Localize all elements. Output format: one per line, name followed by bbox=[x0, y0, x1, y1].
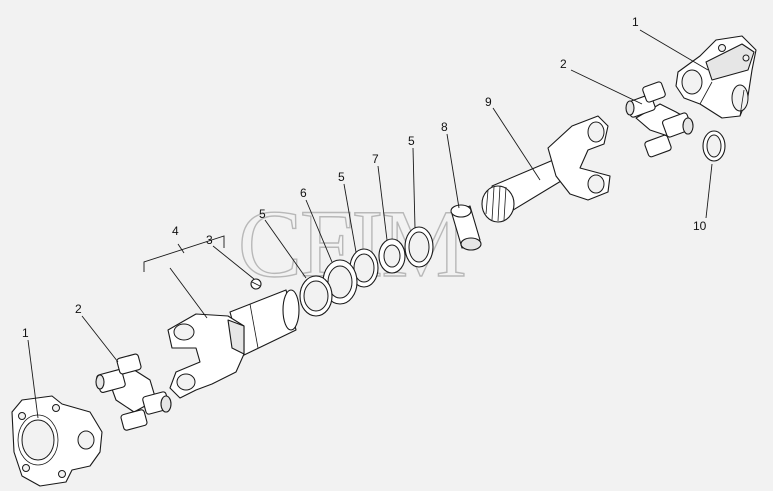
callout-5-b: 5 bbox=[338, 170, 345, 184]
ring-7 bbox=[378, 238, 406, 274]
callout-2-right: 2 bbox=[560, 57, 567, 71]
callout-10: 10 bbox=[693, 219, 707, 233]
callout-numbers: 1 2 9 8 5 7 5 6 5 4 3 10 2 1 bbox=[22, 15, 707, 340]
splined-yoke-shaft bbox=[481, 115, 611, 223]
callout-1-right: 1 bbox=[632, 15, 639, 29]
callout-4: 4 bbox=[172, 224, 179, 238]
callout-5-c: 5 bbox=[259, 207, 266, 221]
cross-spider-right bbox=[625, 81, 694, 158]
callout-1-left: 1 bbox=[22, 326, 29, 340]
leader-lines bbox=[27, 29, 713, 419]
callout-6: 6 bbox=[300, 186, 307, 200]
flange-yoke-left bbox=[11, 395, 103, 487]
callout-8: 8 bbox=[441, 120, 448, 134]
callout-2-left: 2 bbox=[75, 302, 82, 316]
bushing bbox=[450, 204, 482, 251]
callout-5-a: 5 bbox=[408, 134, 415, 148]
flange-yoke-right bbox=[675, 35, 757, 119]
callout-3: 3 bbox=[206, 233, 213, 247]
cross-spider-left bbox=[95, 353, 172, 431]
callout-9: 9 bbox=[485, 95, 492, 109]
callout-7: 7 bbox=[372, 152, 379, 166]
slip-yoke-tube bbox=[167, 289, 300, 399]
snap-ring bbox=[702, 130, 726, 162]
grease-fitting bbox=[250, 278, 262, 290]
washer-5a bbox=[404, 226, 434, 268]
washer-5c bbox=[299, 275, 333, 317]
